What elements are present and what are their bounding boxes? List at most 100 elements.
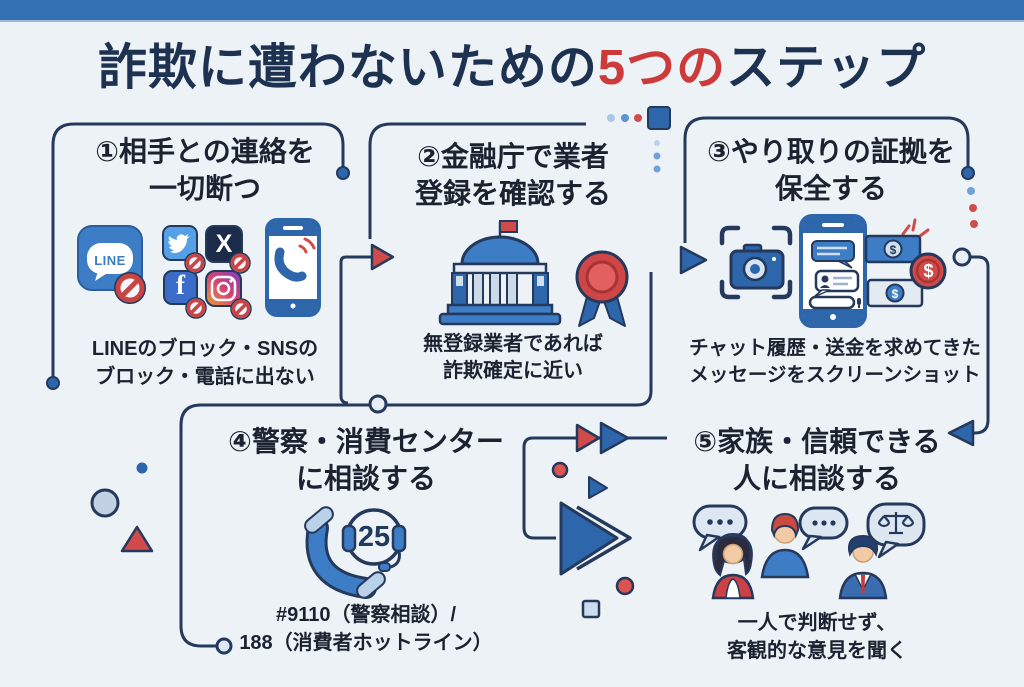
step2-border bbox=[368, 122, 586, 239]
dot-step3-right bbox=[961, 166, 975, 180]
page-title-part1: 詐欺に遭わないための bbox=[97, 41, 598, 95]
step5-title-line1: ⑤家族・信頼できる bbox=[693, 426, 941, 457]
step4-border-connector bbox=[179, 272, 653, 648]
flow-arrows bbox=[370, 243, 975, 576]
page-title-part3: ステップ bbox=[726, 41, 927, 95]
deco-dot bbox=[653, 152, 661, 160]
coin-icon bbox=[909, 252, 947, 290]
middle-branch-connector bbox=[522, 436, 556, 540]
deco-dot bbox=[967, 187, 975, 195]
dot-step1-right bbox=[336, 166, 350, 180]
arrow-into-step3-icon bbox=[679, 245, 708, 275]
mid-blue-arrow-icon bbox=[599, 421, 630, 455]
block-icon bbox=[184, 252, 206, 274]
deco-circle-icon bbox=[90, 488, 120, 518]
instagram-icon bbox=[205, 270, 242, 307]
screenshot-brackets-icon bbox=[719, 225, 793, 300]
deco-dot bbox=[653, 165, 661, 173]
step1-title-line1: ①相手との連絡を bbox=[95, 136, 315, 167]
page-title: 詐欺に遭わないための5つのステップ bbox=[0, 28, 1024, 99]
government-building-icon bbox=[438, 220, 562, 326]
arrow-into-step2-icon bbox=[370, 243, 395, 271]
step4-caption-line1: #9110（警察相談）/ bbox=[275, 604, 457, 626]
step3-caption-line2: メッセージをスクリーンショット bbox=[689, 364, 981, 386]
step1-title: ①相手との連絡を 一切断つ bbox=[58, 133, 352, 207]
deco-square-icon bbox=[647, 106, 671, 130]
step3-title-line1: ③やり取りの証拠を bbox=[707, 136, 955, 167]
step1-to-step2-connector bbox=[339, 255, 371, 405]
step2-title: ②金融庁で業者 登録を確認する bbox=[381, 138, 645, 212]
dot-step1-left bbox=[46, 376, 60, 390]
top-accent-bar bbox=[0, 0, 1024, 22]
headset-number-label: 25 bbox=[357, 520, 391, 553]
dollar-sign-glyph: $ bbox=[889, 242, 897, 257]
block-icon bbox=[114, 272, 146, 304]
page-title-part2: 5つの bbox=[597, 41, 727, 95]
headset-icon bbox=[341, 508, 407, 572]
step4-title: ④警察・消費センター に相談する bbox=[220, 423, 512, 497]
step3-title: ③やり取りの証拠を 保全する bbox=[681, 133, 981, 207]
small-blue-triangle-icon bbox=[588, 476, 608, 499]
facebook-icon bbox=[163, 270, 198, 305]
step3-title-line2: 保全する bbox=[774, 173, 887, 204]
decorations bbox=[90, 106, 978, 619]
step5-title: ⑤家族・信頼できる 人に相談する bbox=[666, 423, 968, 497]
deco-dot bbox=[970, 220, 978, 228]
step2-caption: 無登録業者であれば 詐欺確定に近い bbox=[381, 331, 645, 385]
step1-border bbox=[51, 122, 345, 377]
step1-title-line2: 一切断つ bbox=[148, 173, 261, 204]
scales-glyph bbox=[877, 512, 915, 535]
step1-caption: LINEのブロック・SNSの ブロック・電話に出ない bbox=[46, 335, 364, 391]
step2-caption-line2: 詐欺確定に近い bbox=[443, 360, 583, 382]
deco-dot bbox=[654, 140, 660, 146]
step4-title-line2: に相談する bbox=[295, 463, 436, 494]
step4-title-line1: ④警察・消費センター bbox=[228, 426, 504, 457]
award-ribbon-icon bbox=[575, 250, 629, 327]
businessman-icon bbox=[838, 534, 888, 600]
step2-title-line1: ②金融庁で業者 bbox=[417, 141, 609, 172]
step1-caption-line1: LINEのブロック・SNSの bbox=[91, 338, 319, 360]
step5-caption-line1: 一人で判断せず、 bbox=[737, 612, 897, 634]
step2-title-line2: 登録を確認する bbox=[414, 178, 611, 209]
chat-phone-icon bbox=[799, 214, 867, 328]
block-icon bbox=[185, 297, 207, 319]
big-play-triangle-icon bbox=[559, 501, 619, 576]
deco-red-dot-icon bbox=[615, 576, 635, 596]
block-icon bbox=[229, 252, 251, 274]
deco-dot bbox=[634, 114, 642, 122]
open-dot-step3-side bbox=[952, 247, 972, 267]
deco-red-dot-icon bbox=[551, 461, 569, 479]
dollar-sign-glyph: $ bbox=[891, 286, 899, 301]
speech-bubble-dots-icon bbox=[798, 506, 849, 551]
step5-caption-line2: 客観的な意見を聞く bbox=[727, 640, 907, 662]
step4-caption-line2: 188（消費者ホットライン） bbox=[239, 632, 493, 654]
step3-caption-line1: チャット履歴・送金を求めてきた bbox=[689, 337, 981, 359]
deco-red-triangle-icon bbox=[120, 525, 154, 553]
open-dot-step4-bottom bbox=[215, 637, 233, 655]
step4-caption: #9110（警察相談）/ 188（消費者ホットライン） bbox=[220, 601, 512, 657]
open-dot-step4-top bbox=[368, 394, 388, 414]
line-logo-label: LINE bbox=[94, 252, 126, 268]
block-badges-small bbox=[184, 252, 252, 320]
deco-dot bbox=[621, 114, 629, 122]
phone-handset-icon bbox=[304, 506, 386, 599]
deco-dot bbox=[607, 114, 615, 122]
dollar-sign-glyph: $ bbox=[923, 260, 934, 281]
arrow-into-step5-icon bbox=[947, 419, 975, 447]
woman-icon bbox=[711, 532, 755, 600]
twitter-icon bbox=[162, 225, 198, 261]
step1-caption-line2: ブロック・電話に出ない bbox=[95, 366, 315, 388]
step3-to-step5-connector bbox=[970, 255, 990, 435]
step2-caption-line1: 無登録業者であれば bbox=[423, 333, 603, 355]
step5-caption: 一人で判断せず、 客観的な意見を聞く bbox=[688, 609, 946, 665]
step3-border bbox=[683, 116, 970, 243]
smartphone-call-icon bbox=[265, 218, 321, 317]
connector-dots bbox=[46, 166, 975, 655]
man-icon bbox=[760, 512, 810, 579]
deco-dot bbox=[136, 462, 148, 474]
mid-red-arrow-icon bbox=[575, 423, 601, 453]
facebook-logo-glyph: f bbox=[176, 270, 185, 300]
deco-light-square-icon bbox=[581, 599, 601, 619]
x-logo-glyph: X bbox=[215, 230, 233, 258]
